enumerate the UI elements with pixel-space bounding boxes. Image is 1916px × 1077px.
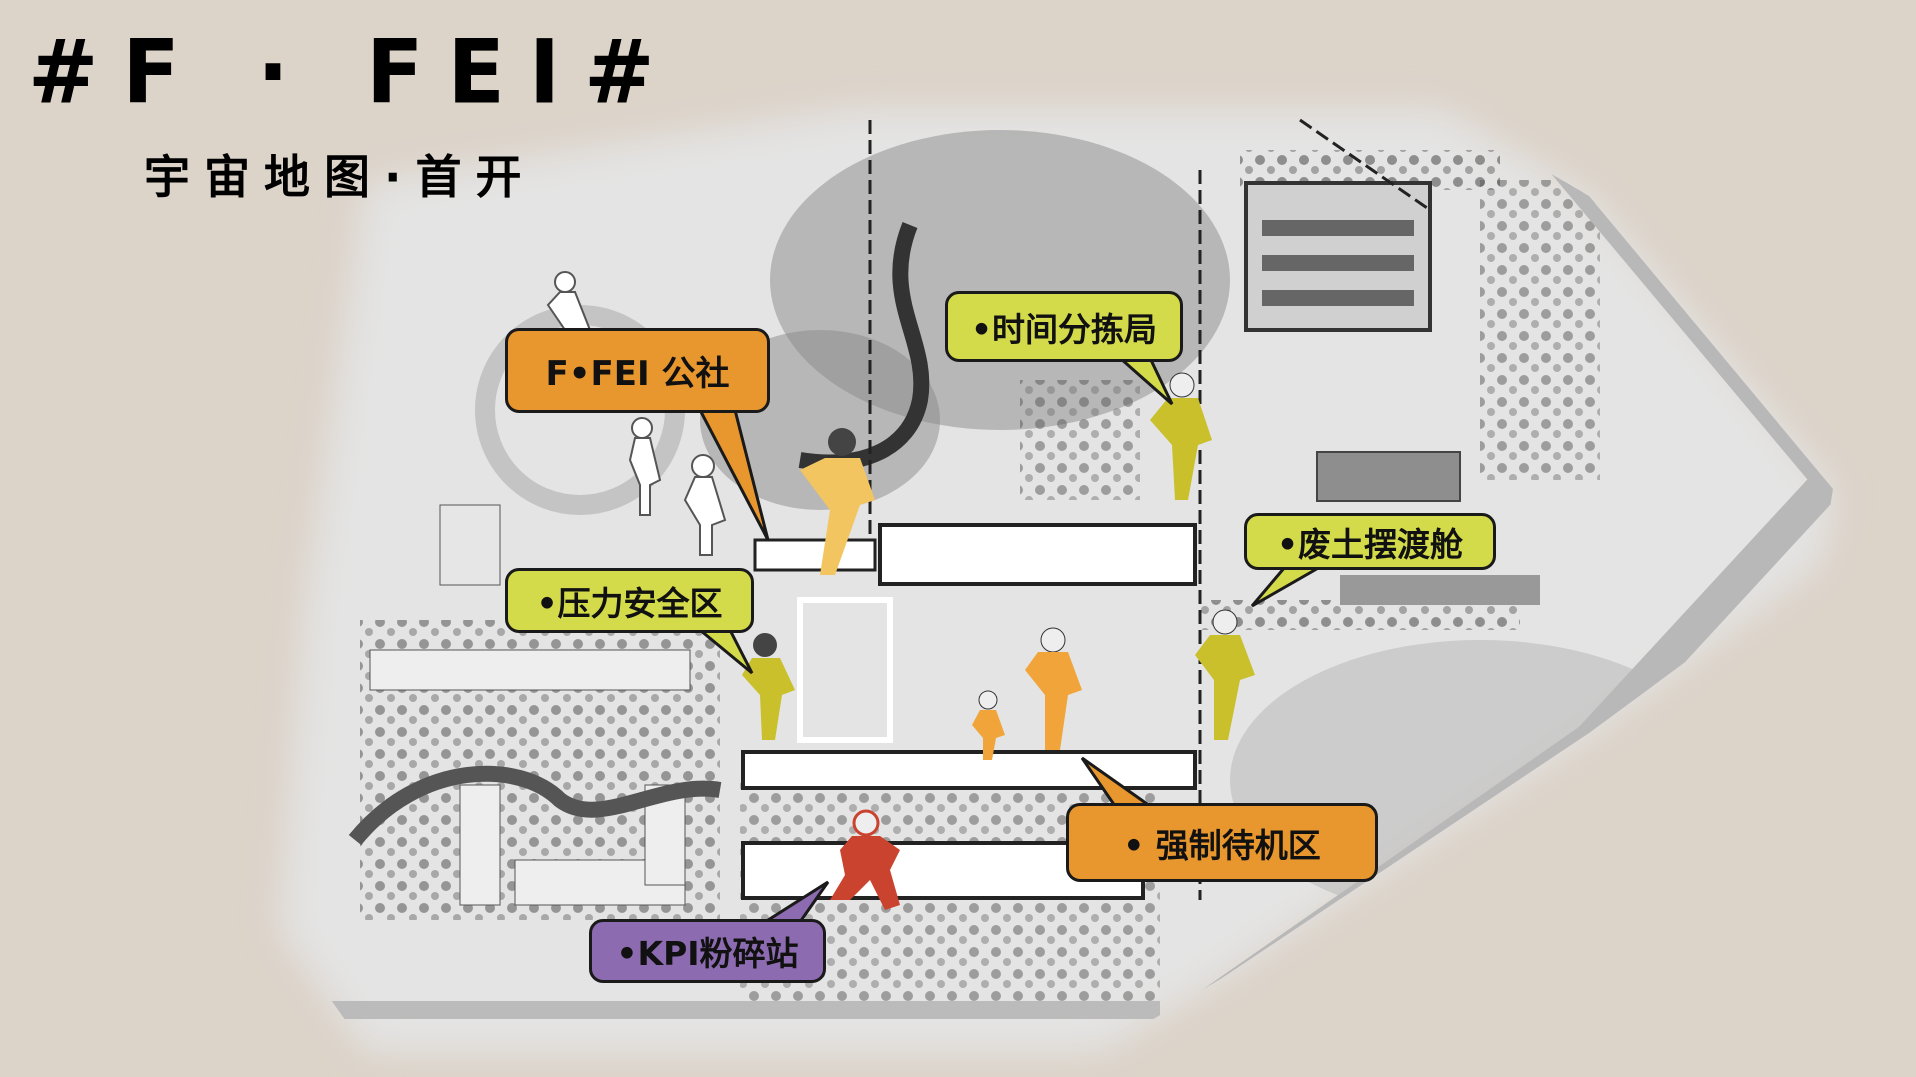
figure-orange-1 bbox=[1025, 627, 1082, 750]
callout-time-sorting-bureau[interactable]: •时间分拣局 bbox=[945, 291, 1183, 362]
figure-white-2 bbox=[628, 417, 662, 516]
figure-yellow-3 bbox=[1195, 609, 1255, 740]
callout-wasteland-ferry[interactable]: •废土摆渡舱 bbox=[1244, 513, 1496, 570]
callout-ffei-commune[interactable]: F•FEI 公社 bbox=[505, 328, 770, 413]
figure-red bbox=[830, 809, 900, 910]
figure-orange-2 bbox=[972, 690, 1005, 760]
building bbox=[878, 523, 1197, 586]
callout-pressure-safe-zone[interactable]: •压力安全区 bbox=[505, 568, 754, 633]
figure-yellow-2 bbox=[742, 633, 795, 740]
page-subtitle: 宇宙地图·首开 bbox=[144, 150, 536, 204]
figure-white-3 bbox=[683, 454, 727, 556]
callout-forced-standby-zone[interactable]: • 强制待机区 bbox=[1066, 803, 1378, 882]
figure-yellow-orange-1 bbox=[800, 428, 875, 575]
figure-yellow-1 bbox=[1150, 372, 1212, 500]
building bbox=[741, 750, 1197, 790]
callout-kpi-crusher[interactable]: •KPI粉碎站 bbox=[589, 919, 826, 983]
page-title: #F · FEI# bbox=[28, 20, 679, 124]
